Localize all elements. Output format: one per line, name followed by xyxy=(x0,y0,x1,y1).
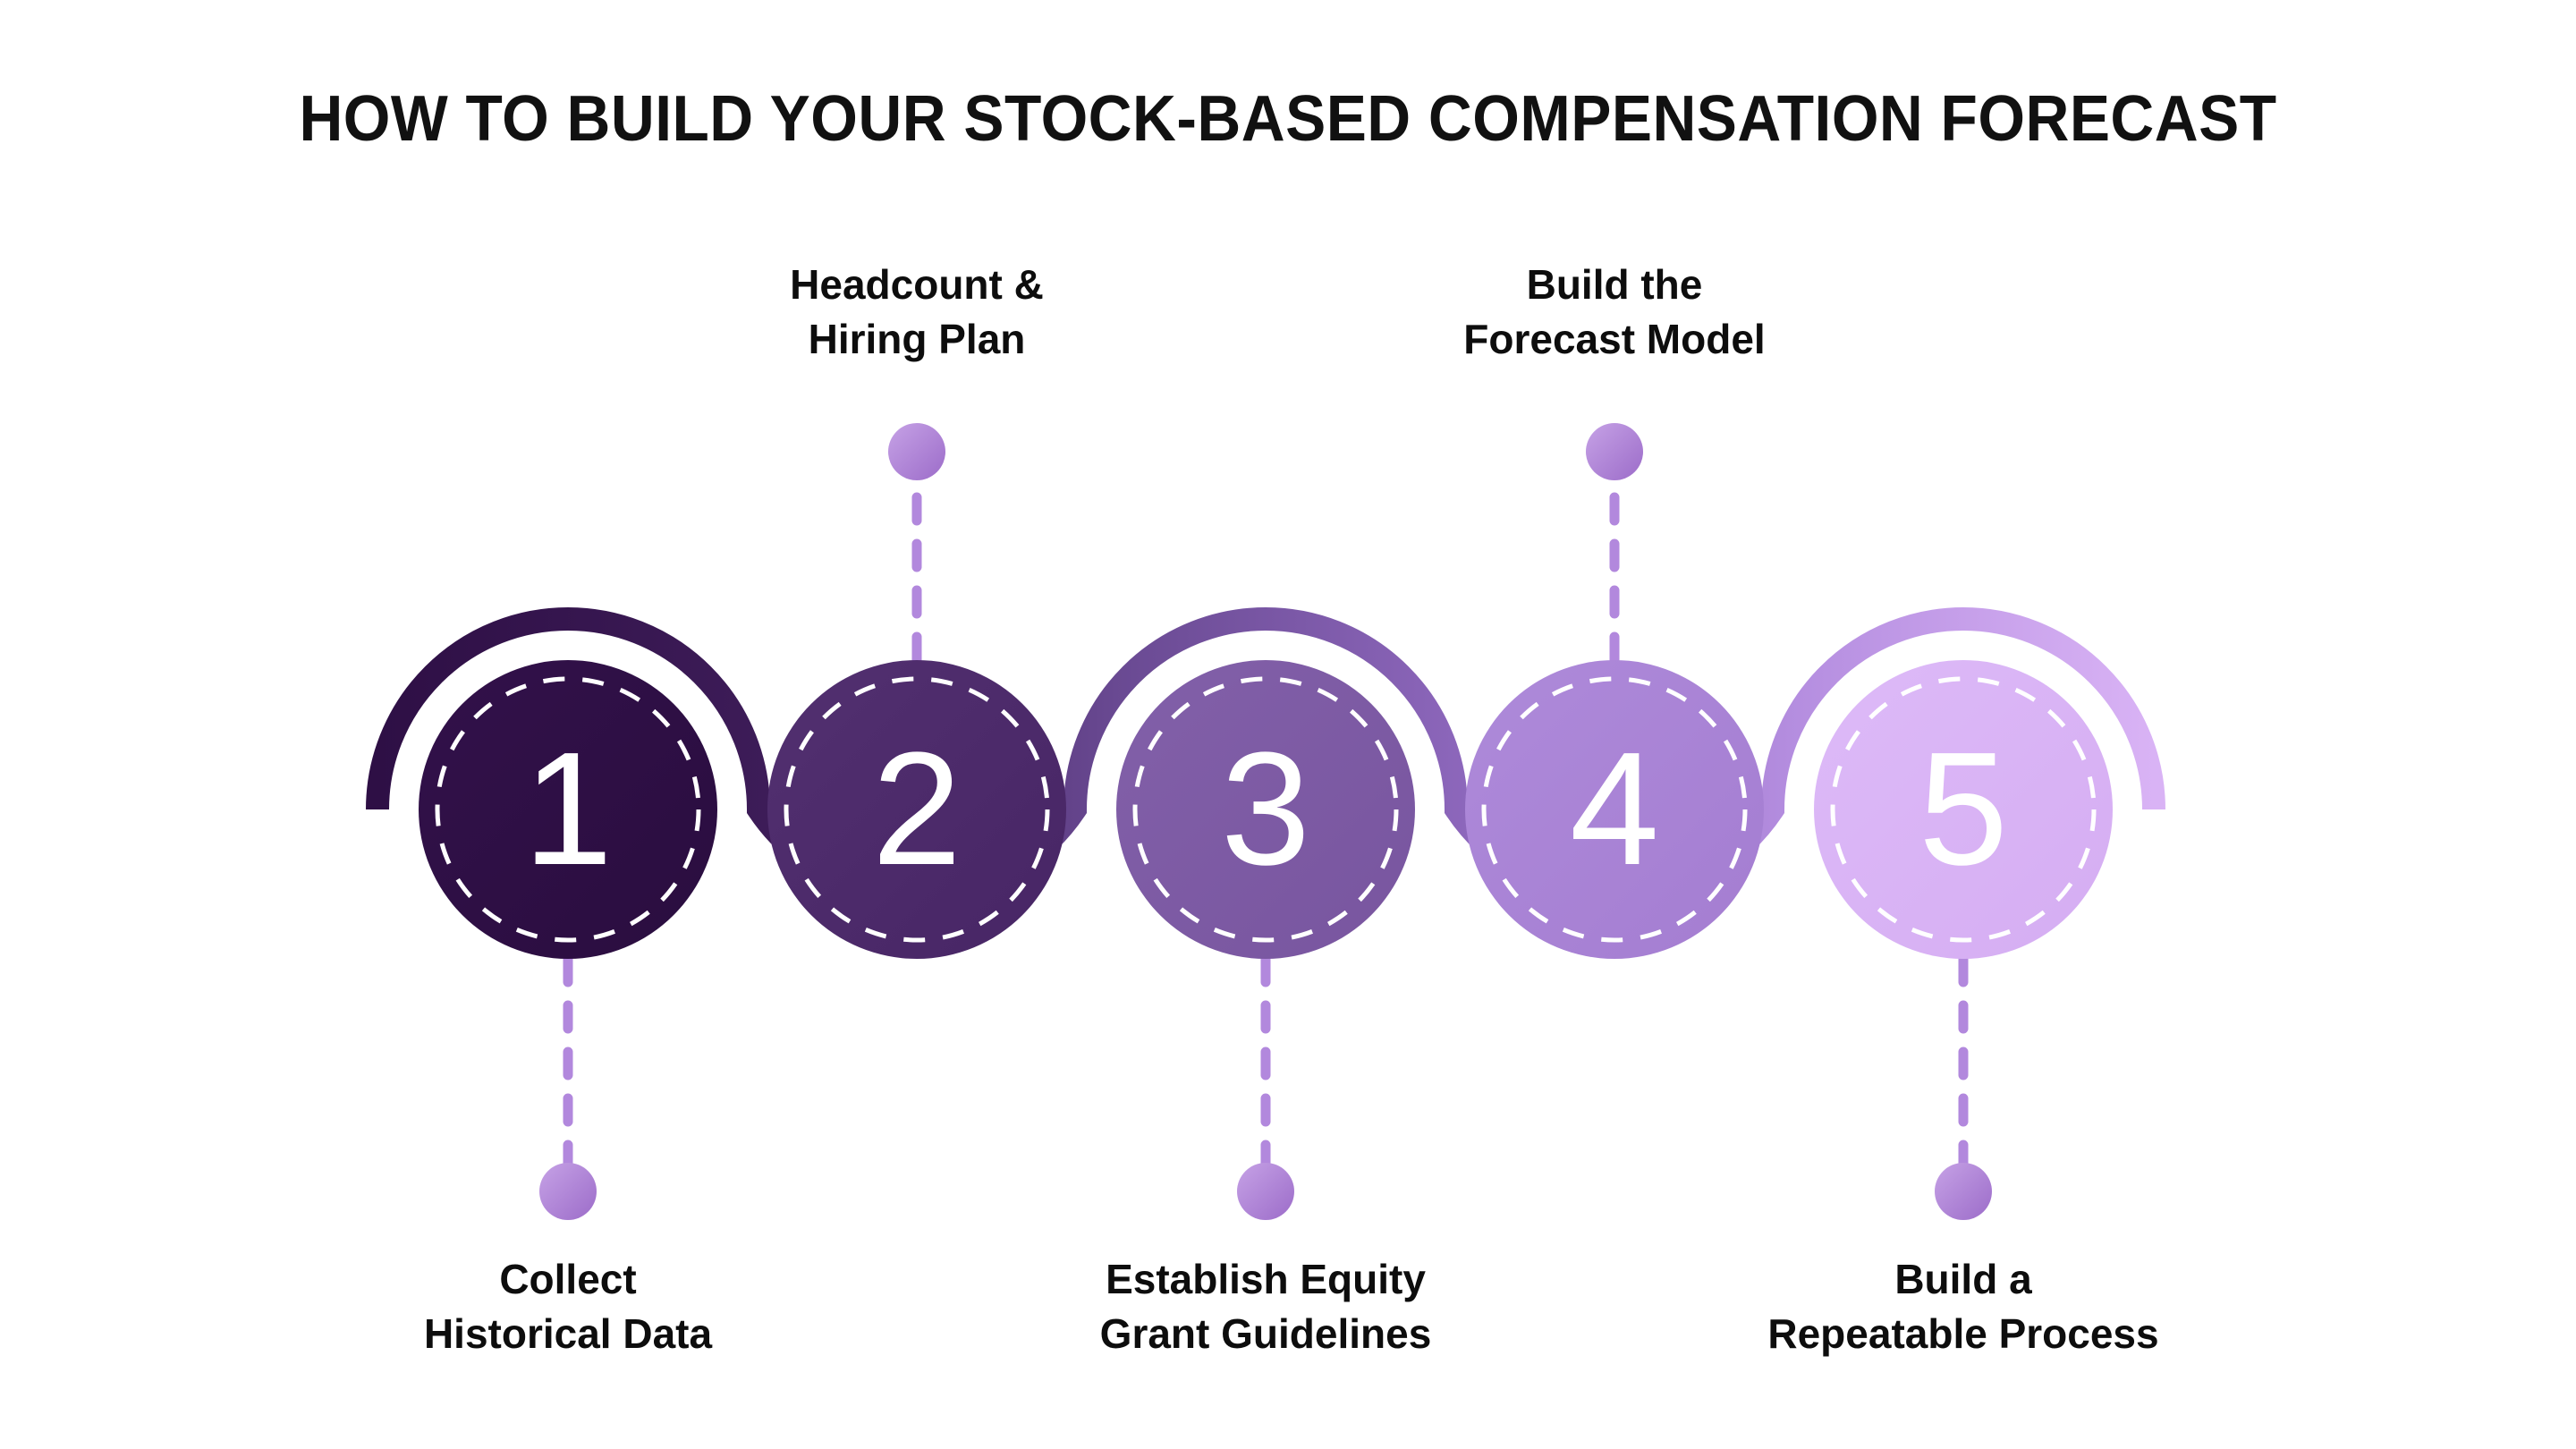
step-label-1-line2: Historical Data xyxy=(423,1309,713,1357)
step-circle-5[interactable] xyxy=(1814,660,2113,959)
step-label-2-line1: Headcount & xyxy=(790,261,1044,308)
step-label-2: Headcount & Hiring Plan xyxy=(666,258,1167,366)
step-circle-fill-2 xyxy=(767,660,1066,959)
step-circle-1[interactable] xyxy=(419,660,717,959)
step-dashed-ring-3 xyxy=(1132,676,1399,943)
step-label-1-line1: Collect xyxy=(499,1256,637,1302)
step-label-3: Establish Equity Grant Guidelines xyxy=(1015,1252,1516,1360)
page-title: HOW TO BUILD YOUR STOCK-BASED COMPENSATI… xyxy=(299,83,2277,155)
step-label-4-line2: Forecast Model xyxy=(1463,315,1766,362)
step-label-5-line1: Build a xyxy=(1894,1256,2032,1302)
step-dashed-ring-1 xyxy=(435,676,701,943)
step-circle-3[interactable] xyxy=(1116,660,1415,959)
step-label-5-line2: Repeatable Process xyxy=(1767,1309,2159,1357)
step-circle-fill-1 xyxy=(419,660,717,959)
step-circle-fill-3 xyxy=(1116,660,1415,959)
step-label-4: Build the Forecast Model xyxy=(1364,258,1865,366)
connector-dot-5 xyxy=(1935,1163,1992,1220)
step-circle-2[interactable] xyxy=(767,660,1066,959)
step-label-3-line2: Grant Guidelines xyxy=(1099,1309,1432,1357)
connector-dot-3 xyxy=(1237,1163,1294,1220)
serpentine-ribbon xyxy=(366,607,2165,906)
step-label-3-line1: Establish Equity xyxy=(1106,1256,1426,1302)
step-circle-4[interactable] xyxy=(1465,660,1764,959)
connector-dot-2 xyxy=(888,423,945,480)
step-dashed-ring-2 xyxy=(784,676,1050,943)
step-dashed-ring-5 xyxy=(1830,676,2097,943)
step-label-1: Collect Historical Data xyxy=(318,1252,818,1360)
step-dashed-ring-4 xyxy=(1481,676,1748,943)
connector-dot-4 xyxy=(1586,423,1643,480)
step-circle-fill-5 xyxy=(1814,660,2113,959)
step-circle-fill-4 xyxy=(1465,660,1764,959)
step-label-2-line2: Hiring Plan xyxy=(808,315,1026,362)
step-label-4-line1: Build the xyxy=(1526,261,1703,308)
connector-dot-1 xyxy=(539,1163,597,1220)
step-label-5: Build a Repeatable Process xyxy=(1713,1252,2214,1360)
connector-group xyxy=(539,423,1992,1220)
